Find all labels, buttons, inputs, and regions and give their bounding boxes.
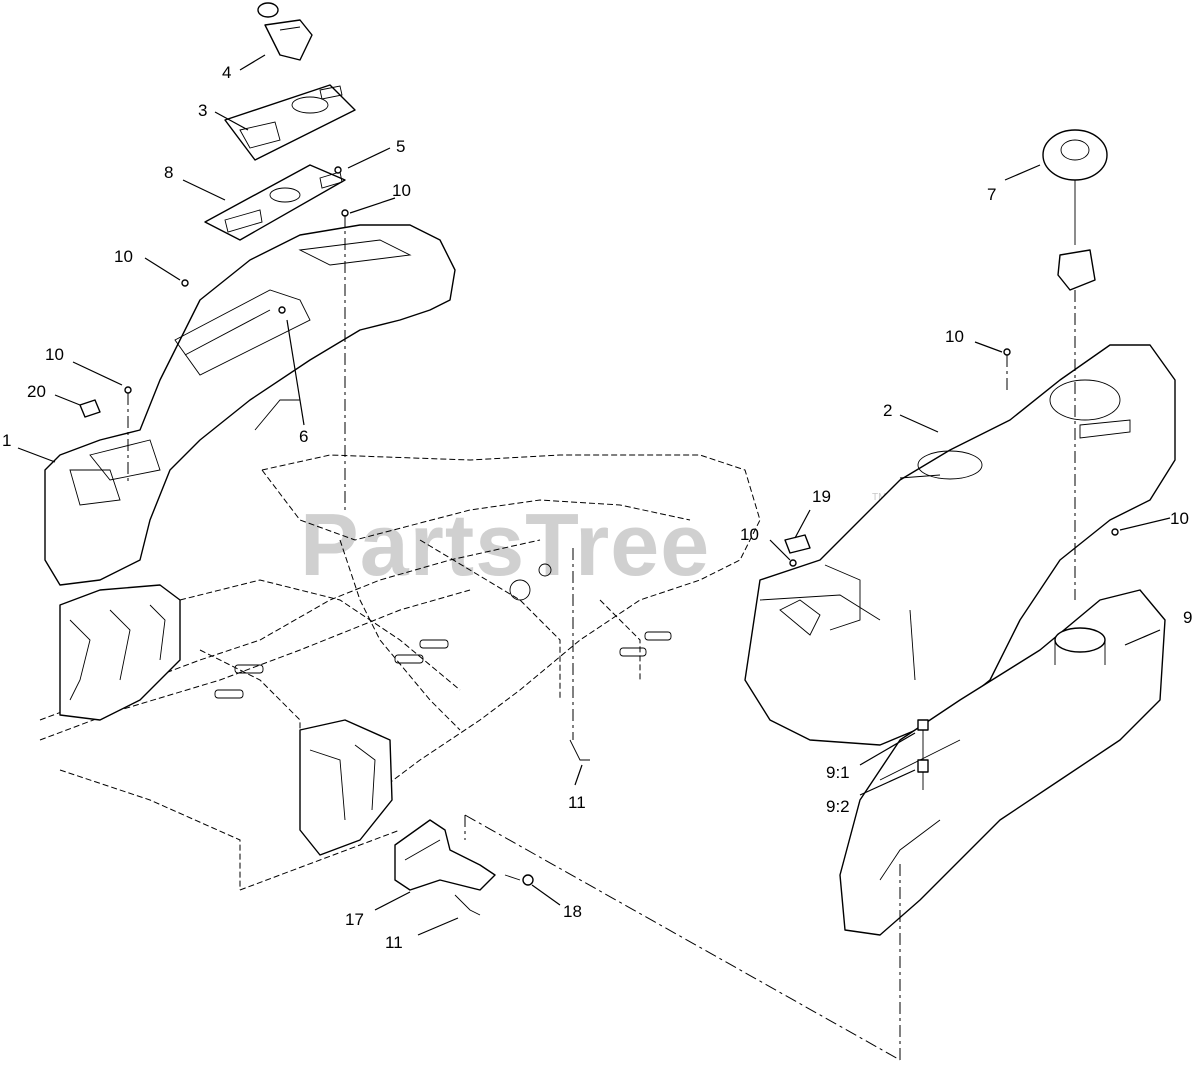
part-20-clip xyxy=(79,399,101,418)
callout-9-2: 9:2 xyxy=(826,797,850,816)
assembly-guides xyxy=(127,215,1076,1061)
callout-10-console-left: 10 xyxy=(114,247,133,266)
callout-6: 6 xyxy=(299,427,308,446)
part-9-fuel-tank xyxy=(839,589,1166,936)
part-8-panel xyxy=(204,164,346,241)
callout-20: 20 xyxy=(27,382,46,401)
callout-11-frame: 11 xyxy=(568,793,586,812)
callout-10-right-top: 10 xyxy=(945,327,964,346)
frame-rail-details xyxy=(214,563,672,699)
watermark-text: PartsTree xyxy=(300,495,710,594)
part-17-bracket xyxy=(394,819,496,891)
callout-4: 4 xyxy=(222,63,231,82)
callout-8: 8 xyxy=(164,163,173,182)
part-18-bolt xyxy=(504,874,534,886)
callout-9-1: 9:1 xyxy=(826,763,850,782)
callout-18: 18 xyxy=(563,902,582,921)
left-side-plate xyxy=(59,584,181,721)
callout-10-right-side: 10 xyxy=(1170,509,1189,528)
callout-7: 7 xyxy=(987,185,996,204)
callout-labels: 1 2 3 4 5 6 7 8 9 10 10 10 10 10 10 11 1… xyxy=(2,63,1192,952)
part-4-key-switch xyxy=(257,2,313,61)
callout-5: 5 xyxy=(396,137,405,156)
screws xyxy=(124,166,1119,567)
part-7-fuel-cap xyxy=(1042,129,1108,291)
callout-11-bracket: 11 xyxy=(385,933,403,952)
leader-lines xyxy=(17,54,1171,936)
callout-1: 1 xyxy=(2,431,11,450)
right-side-plate xyxy=(299,719,393,856)
callout-17: 17 xyxy=(345,910,364,929)
callout-2: 2 xyxy=(883,401,892,420)
part-3-decal-plate xyxy=(224,84,356,161)
callout-9: 9 xyxy=(1183,608,1192,627)
callout-19: 19 xyxy=(812,487,831,506)
callout-3: 3 xyxy=(198,101,207,120)
part-2-right-console xyxy=(744,344,1176,746)
callout-10-right-front: 10 xyxy=(740,525,759,544)
part-1-left-console xyxy=(44,224,456,586)
callout-10-front-left: 10 xyxy=(45,345,64,364)
watermark-trademark: TM xyxy=(872,492,886,503)
callout-10-panel: 10 xyxy=(392,181,411,200)
part-11-harness xyxy=(454,739,590,916)
part-19-clip xyxy=(784,534,811,554)
tank-fittings xyxy=(917,719,929,790)
